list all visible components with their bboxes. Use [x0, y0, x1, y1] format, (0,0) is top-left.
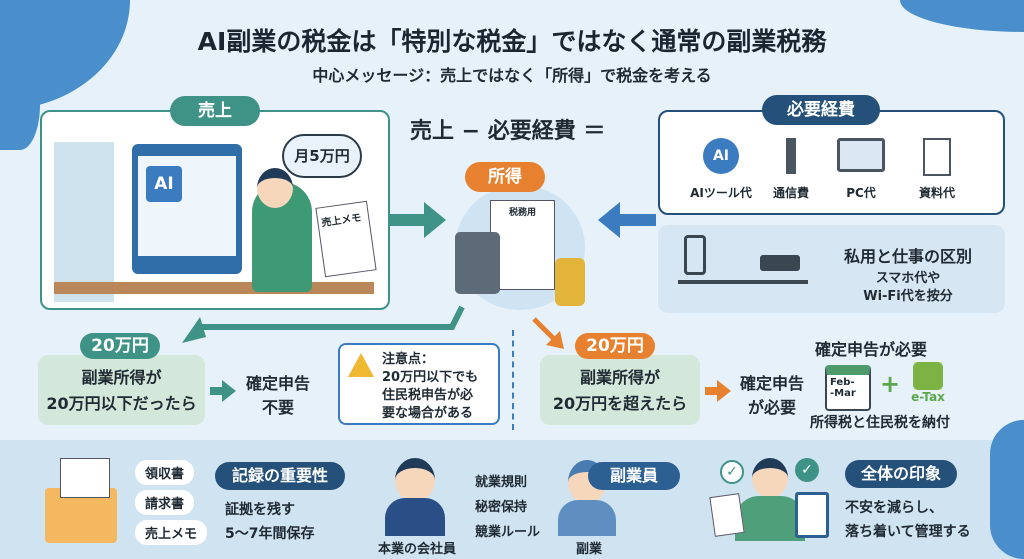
expenses-badge: 必要経費	[762, 95, 880, 125]
thought-bubble: 月5万円	[282, 134, 362, 178]
arrow-down-left-icon	[182, 305, 465, 343]
smartphone-icon	[684, 235, 706, 275]
expense-docs: 資料代	[906, 138, 968, 201]
tax-document: 税務用	[490, 200, 555, 290]
employee-head	[395, 458, 435, 502]
worker-body	[558, 500, 616, 536]
coins-icon	[555, 258, 585, 306]
router-icon	[760, 255, 800, 271]
person-head	[257, 168, 293, 208]
record-invoice: 請求書	[135, 490, 195, 515]
arrow-right-icon	[210, 380, 236, 402]
overall-text: 不安を減らし、落ち着いて管理する	[845, 500, 971, 540]
warning-icon	[348, 353, 374, 377]
divider	[512, 330, 514, 430]
allocation-panel: 私用と仕事の区別 スマホ代や Wi-Fi代を按分	[658, 225, 1005, 313]
under-badge: 20万円	[80, 333, 160, 359]
person-body	[735, 496, 805, 541]
sales-panel: AI 月5万円 売上メモ	[40, 110, 390, 310]
expense-telecom: 通信費	[760, 138, 822, 201]
employee-body	[385, 498, 445, 536]
scale-icon	[678, 280, 808, 284]
filing-required-result: 確定申告が必要	[739, 374, 804, 417]
monitor-illustration: AI	[132, 144, 242, 274]
plus-icon: +	[880, 370, 901, 398]
laptop-icon	[837, 138, 885, 172]
decor-blob	[0, 60, 40, 150]
sales-badge: 売上	[170, 96, 260, 126]
income-badge: 所得	[465, 162, 545, 192]
paper-icon	[709, 493, 745, 537]
arrow-right-icon	[388, 202, 446, 238]
etax-icon: e-Tax	[905, 362, 951, 404]
window-illustration	[54, 142, 114, 302]
document-icon	[923, 138, 951, 176]
person-head	[752, 458, 788, 498]
sales-memo: 売上メモ	[315, 200, 377, 278]
filing-heading: 確定申告が必要	[815, 340, 928, 359]
overall-badge: 全体の印象	[845, 460, 957, 488]
caution-box: 注意点：20万円以下でも住民税申告が必要な場合がある	[338, 343, 500, 425]
record-sales-memo: 売上メモ	[135, 520, 208, 545]
records-badge: 記録の重要性	[215, 462, 345, 490]
decor-blob	[990, 420, 1024, 559]
arrow-down-right-icon	[532, 317, 564, 349]
calendar-icon: Feb--Mar	[825, 365, 871, 411]
arrow-left-icon	[598, 202, 656, 238]
no-filing-result: 確定申告不要	[245, 374, 310, 417]
expense-pc: PC代	[830, 138, 892, 201]
pay-taxes-text: 所得税と住民税を納付	[810, 415, 950, 431]
allocation-line2: Wi-Fi代を按分	[863, 289, 953, 304]
allocation-title: 私用と仕事の区別	[843, 247, 972, 266]
side-job-label: 副業	[576, 542, 603, 557]
desk-illustration	[54, 282, 374, 294]
check-icon: ✓	[795, 458, 819, 482]
ai-gear-icon: AI	[703, 138, 739, 174]
antenna-icon	[786, 138, 796, 174]
clipboard-icon	[795, 492, 829, 538]
ai-screen-label: AI	[146, 166, 182, 202]
allocation-line1: スマホ代や	[875, 271, 941, 286]
check-icon: ✓	[720, 460, 744, 484]
over-badge: 20万円	[575, 333, 655, 359]
rules-list: 就業規則秘密保持競業ルール	[475, 475, 541, 540]
page-title: AI副業の税金は「特別な税金」ではなく通常の副業税務	[197, 27, 827, 56]
employee-label: 本業の会社員	[378, 542, 457, 557]
papers-icon	[60, 458, 110, 498]
arrow-right-icon	[705, 380, 731, 402]
equation: 売上 − 必要経費 ＝	[410, 119, 606, 144]
side-worker-badge: 副業員	[588, 462, 680, 490]
record-receipt: 領収書	[135, 460, 195, 485]
calculator-icon	[455, 232, 500, 294]
subtitle: 中心メッセージ：売上ではなく「所得」で税金を考える	[312, 66, 712, 85]
